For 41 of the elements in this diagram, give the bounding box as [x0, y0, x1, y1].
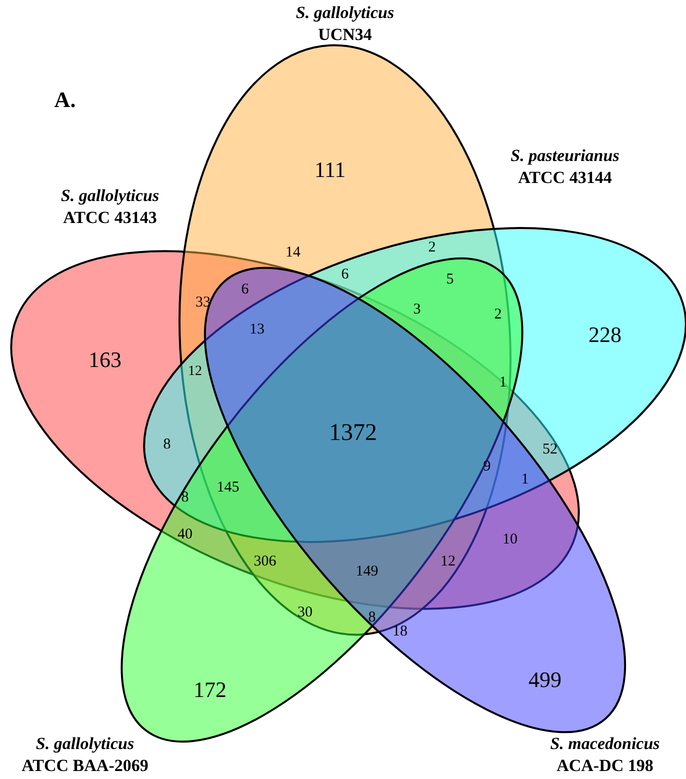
count-label: 1: [499, 376, 507, 390]
species-name: S. macedonicus: [550, 733, 660, 755]
count-label: 52: [542, 442, 558, 458]
strain-name: UCN34: [318, 24, 372, 46]
count-label: 499: [528, 669, 562, 691]
count-label: 145: [216, 480, 240, 496]
count-label: 149: [356, 564, 378, 580]
count-label: 5: [446, 272, 454, 288]
count-label: 163: [88, 349, 122, 371]
count-label: 12: [440, 554, 456, 570]
count-label: 30: [298, 606, 312, 620]
strain-name: ATCC BAA-2069: [22, 755, 148, 777]
count-label: 18: [392, 624, 408, 640]
count-label: 8: [181, 490, 189, 506]
count-label: 6: [341, 268, 349, 282]
count-label: 2: [494, 308, 502, 322]
count-label: 111: [314, 159, 346, 181]
count-label: 1: [521, 472, 529, 488]
strain-name: ACA-DC 198: [556, 755, 654, 777]
panel-label: A.: [54, 89, 76, 111]
strain-name: ATCC 43144: [518, 167, 612, 189]
count-label: 228: [588, 324, 622, 346]
count-label: 172: [194, 679, 226, 701]
species-name: S. gallolyticus: [60, 185, 160, 207]
count-label: 2: [428, 240, 436, 256]
count-label: 8: [368, 610, 376, 626]
count-label: 3: [413, 302, 421, 318]
count-label: 1372: [329, 421, 377, 445]
count-label: 10: [502, 532, 518, 548]
count-label: 306: [254, 554, 276, 570]
count-label: 6: [241, 282, 249, 298]
species-name: S. gallolyticus: [296, 2, 394, 24]
count-label: 9: [483, 460, 491, 474]
count-label: 12: [188, 365, 202, 379]
species-name: S. gallolyticus: [36, 733, 134, 755]
species-name: S. pasteurianus: [510, 145, 620, 167]
count-label: 13: [250, 322, 264, 338]
count-label: 8: [163, 438, 171, 452]
count-label: 40: [178, 528, 192, 542]
strain-name: ATCC 43143: [63, 207, 157, 229]
count-label: 14: [286, 246, 300, 260]
